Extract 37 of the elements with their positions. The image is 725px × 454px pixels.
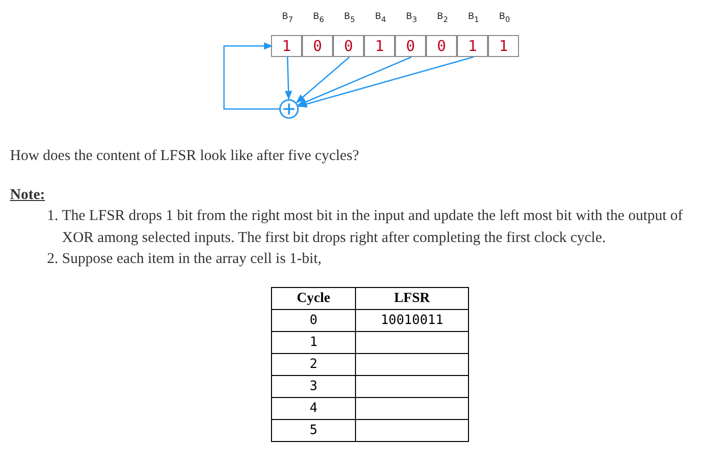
register-cell: 1 [457,35,488,57]
register-cell: 0 [395,35,426,57]
note-text: Suppose each item in the array cell is 1-bit, [62,250,322,269]
note-text: The LFSR drops 1 bit from the right most bit in the input and update the left most bit with the output of XOR among selected inputs. The first bit drops right after completing the first clock cycle. [62,207,684,248]
table-cell: 0 [272,310,356,332]
register-cell: 0 [302,35,333,57]
table-cell: 4 [272,398,356,420]
bit-label: B$_{1}$ [467,12,480,24]
arrow [296,56,350,104]
register-cell: 1 [488,35,519,57]
xor-symbol [279,99,299,119]
bit-label: B$_{5}$ [343,12,356,24]
arrow [298,56,474,108]
arrow [223,42,280,110]
bit-label: B$_{0}$ [498,12,511,24]
register-cell: 1 [364,35,395,57]
register-cell: 0 [333,35,364,57]
arrow [297,56,412,106]
table-cell: 2 [272,354,356,376]
bit-label: B$_{3}$ [405,12,418,24]
bit-label: B$_{7}$ [281,12,294,24]
arrow [284,56,292,100]
column-header: Cycle [272,288,356,310]
register-cell: 0 [426,35,457,57]
list-number: 1. [47,207,58,226]
bit-label: B$_{6}$ [312,12,325,24]
column-header: LFSR [356,288,468,310]
register-cell: 1 [271,35,302,57]
table-cell: 1 [272,332,356,354]
list-number: 2. [47,250,58,269]
question-text: How does the content of LFSR look like after five cycles? [10,147,360,166]
table-cell: 3 [272,376,356,398]
table-cell: 5 [272,420,356,442]
bit-label: B$_{4}$ [374,12,387,24]
table-cell: 10010011 [356,310,468,332]
bit-label: B$_{2}$ [436,12,449,24]
note-heading: Note: [10,186,45,205]
